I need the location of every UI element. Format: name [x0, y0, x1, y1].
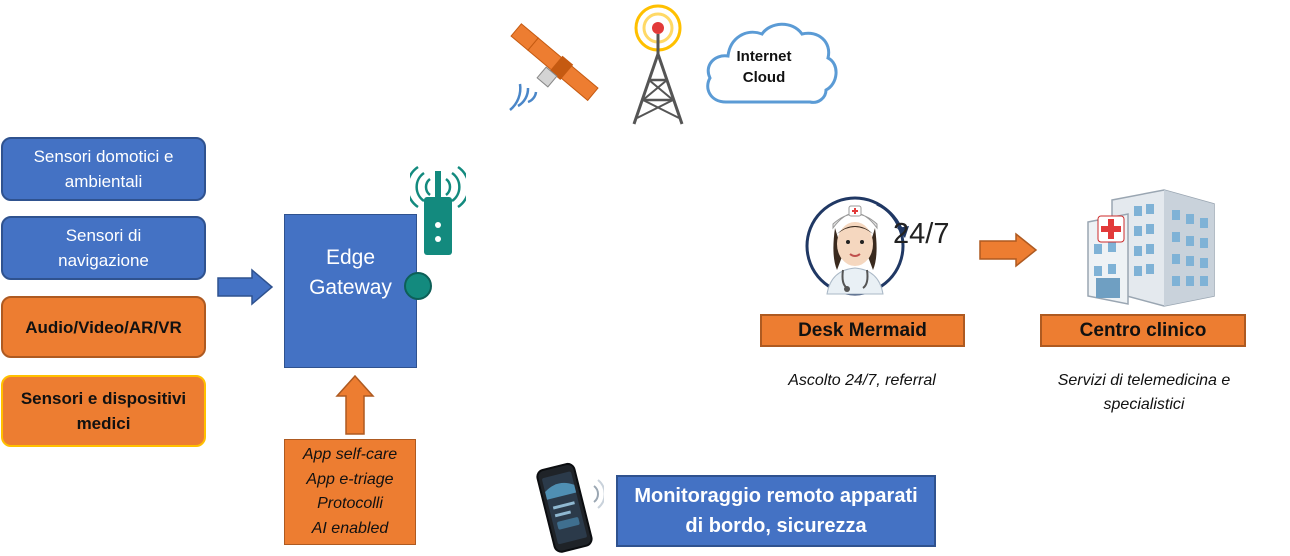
sensor-box-home: Sensori domotici e ambientali: [1, 137, 206, 201]
clinic-caption: Servizi di telemedicina e specialistici: [1057, 372, 1231, 413]
hospital-icon: [1087, 189, 1215, 307]
sensor-label-home: Sensori domotici e ambientali: [33, 147, 174, 191]
sensor-box-navigation: Sensori di navigazione: [1, 216, 206, 280]
arrow-to-gateway: [217, 268, 274, 306]
sensor-label-medical: Sensori e dispositivi medici: [20, 389, 187, 433]
desk-caption: Ascolto 24/7, referral: [788, 372, 936, 389]
desk-badge-24-7: 24/7: [893, 218, 950, 250]
gateway-connector-dot: [404, 272, 432, 300]
apps-box: App self-care App e-triage Protocolli AI…: [284, 439, 416, 545]
monitoring-label: Monitoraggio remoto apparati di bordo, s…: [634, 485, 918, 537]
monitoring-box: Monitoraggio remoto apparati di bordo, s…: [616, 475, 936, 547]
smartphone-icon: [536, 462, 604, 553]
clinic-label-text: Centro clinico: [1079, 319, 1207, 341]
arrow-to-clinic: [979, 232, 1038, 268]
router-icon: [410, 165, 466, 255]
edge-gateway-box: Edge Gateway: [284, 214, 417, 368]
nurse-avatar-icon: [805, 196, 909, 296]
sensor-box-medical: Sensori e dispositivi medici: [1, 375, 206, 447]
clinic-label: Centro clinico: [1040, 314, 1246, 347]
app-item-e-triage: App e-triage: [306, 470, 394, 488]
satellite-icon: [509, 23, 599, 111]
sensor-label-audio-video: Audio/Video/AR/VR: [25, 317, 182, 337]
cloud-label: Internet Cloud: [736, 48, 792, 86]
edge-gateway-label: Edge Gateway: [309, 246, 392, 299]
app-item-protocols: Protocolli: [317, 495, 383, 512]
sensor-label-navigation: Sensori di navigazione: [58, 226, 149, 270]
app-item-ai: AI enabled: [311, 519, 389, 537]
desk-label-text: Desk Mermaid: [798, 319, 927, 341]
antenna-tower-icon: [632, 4, 684, 125]
arrow-up-to-gateway: [335, 374, 375, 435]
app-item-self-care: App self-care: [302, 446, 398, 463]
sensor-box-audio-video: Audio/Video/AR/VR: [1, 296, 206, 358]
desk-label: Desk Mermaid: [760, 314, 965, 347]
cloud-icon: [706, 22, 838, 104]
